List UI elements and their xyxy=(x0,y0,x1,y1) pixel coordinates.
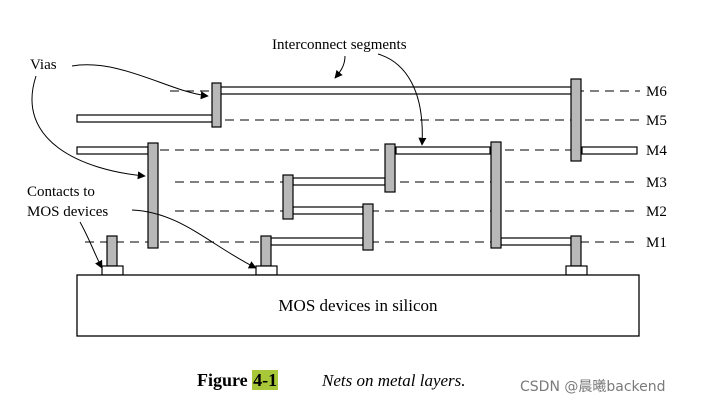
callout-contacts-line1: Contacts to xyxy=(27,184,95,200)
via-m2-m3 xyxy=(282,174,294,220)
via-m1-contact-mid xyxy=(260,235,272,267)
layer-labels: M6 M5 M4 M3 M2 M1 xyxy=(646,84,667,251)
via-m6-m4-right xyxy=(570,78,582,162)
silicon-substrate xyxy=(76,274,640,337)
arrow-vias-to-left-via xyxy=(31,75,146,180)
arrow-contacts-mid xyxy=(131,209,257,269)
segment-m2 xyxy=(292,206,364,215)
caption-label: Figure 4-1 xyxy=(197,370,279,391)
arrow-interconnect-to-m4 xyxy=(377,53,427,146)
layer-label-m3: M3 xyxy=(646,175,667,191)
arrow-contacts-left xyxy=(79,221,103,269)
arrow-vias-to-top-via xyxy=(71,64,209,100)
contacts xyxy=(101,265,588,276)
callout-arrows xyxy=(31,53,427,269)
segment-m4-right xyxy=(581,146,638,155)
via-m1-m4-left xyxy=(147,142,159,249)
caption-label-prefix: Figure xyxy=(197,370,253,390)
contact-left xyxy=(101,265,124,276)
figure-caption: Figure 4-1 Nets on metal layers. CSDN @晨… xyxy=(0,366,706,396)
via-m3-m4 xyxy=(384,143,396,193)
callout-vias: Vias xyxy=(30,57,57,73)
via-m1-left xyxy=(106,235,118,267)
contact-mid xyxy=(255,265,278,276)
layer-label-m1: M1 xyxy=(646,235,667,251)
layer-label-m6: M6 xyxy=(646,84,667,100)
contact-right xyxy=(565,265,588,276)
via-m1-m2 xyxy=(362,203,374,251)
arrow-interconnect-to-m6 xyxy=(334,55,346,79)
segment-m4-left xyxy=(76,146,149,155)
via-m5-m6 xyxy=(211,82,222,128)
via-m4-m1 xyxy=(490,141,502,249)
csdn-watermark: CSDN @晨曦backend xyxy=(520,379,666,395)
via-m1-contact-right xyxy=(570,235,582,267)
vias xyxy=(106,78,582,267)
layer-label-m5: M5 xyxy=(646,113,667,129)
substrate-label: MOS devices in silicon xyxy=(278,296,438,315)
segment-m1-right xyxy=(500,237,572,246)
caption-number: 4-1 xyxy=(252,370,279,390)
layer-label-m4: M4 xyxy=(646,143,667,159)
callout-interconnect-segments: Interconnect segments xyxy=(272,37,407,53)
caption-text: Nets on metal layers. xyxy=(322,371,466,390)
segment-m1-mid xyxy=(270,237,364,246)
segment-m4-mid xyxy=(395,146,491,155)
layer-label-m2: M2 xyxy=(646,204,667,220)
segment-m5 xyxy=(76,114,214,123)
callout-contacts-line2: MOS devices xyxy=(27,204,108,220)
segment-m6 xyxy=(219,86,574,95)
segment-m3 xyxy=(292,177,386,186)
interconnect-segments xyxy=(76,86,638,246)
